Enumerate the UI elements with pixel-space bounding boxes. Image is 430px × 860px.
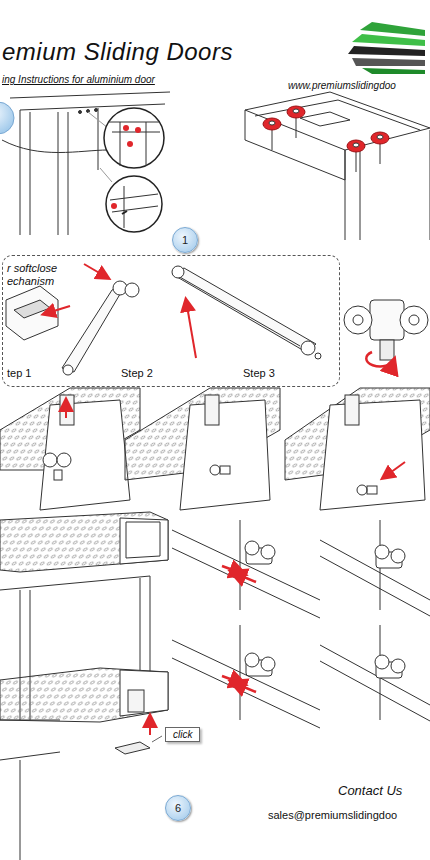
node-text: 1 — [182, 234, 188, 246]
roller-insert-grid — [172, 520, 430, 728]
rail-screws — [245, 92, 430, 240]
node-text: tep 1 — [7, 367, 31, 379]
website: www.premiumslidingdoo — [288, 80, 396, 91]
frame-detail — [2, 92, 170, 235]
node-text: Step 2 — [121, 367, 153, 379]
click-box: click — [165, 727, 200, 742]
node-text: r softclose echanism — [7, 262, 71, 287]
channel-row — [0, 388, 430, 510]
email: sales@premiumslidingdoo — [268, 809, 397, 821]
page-title: emium Sliding Doors — [2, 38, 233, 66]
callout-number: 1 — [172, 227, 198, 253]
logo — [348, 22, 425, 74]
node-text: click — [173, 729, 192, 740]
subtitle: ing Instructions for aluminium door — [2, 74, 155, 85]
contact-heading: Contact Us — [338, 783, 402, 798]
roller — [344, 300, 428, 366]
softclose-panel: r softclose echanism tep 1 Step 2 Step 3 — [2, 255, 340, 387]
node-text: 6 — [175, 802, 181, 814]
track-view — [0, 512, 168, 860]
callout-number: 6 — [165, 795, 191, 821]
node-text: Step 3 — [243, 367, 275, 379]
